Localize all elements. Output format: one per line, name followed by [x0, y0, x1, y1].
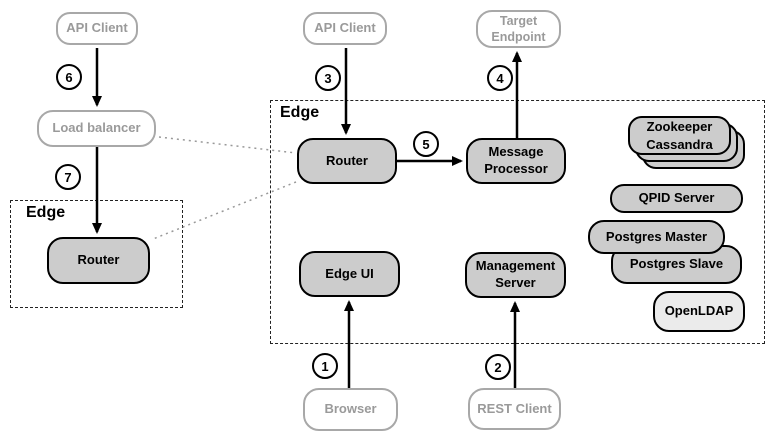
step-circle-5: 5	[413, 131, 439, 157]
dotted-link-loadbalancer-router	[158, 136, 297, 154]
step-circle-6: 6	[56, 64, 82, 90]
node-api-client-mid: API Client	[303, 12, 387, 45]
edge-left-group-label: Edge	[26, 204, 66, 221]
step-circle-3: 3	[315, 65, 341, 91]
node-router-left: Router	[47, 237, 150, 284]
dotted-link-router-router-left	[152, 181, 297, 240]
step-circle-1: 1	[312, 353, 338, 379]
edge-main-group-label: Edge	[280, 104, 320, 121]
node-api-client-left: API Client	[56, 12, 138, 45]
node-management-server: Management Server	[465, 252, 566, 298]
step-circle-7: 7	[55, 164, 81, 190]
node-edge-ui: Edge UI	[299, 251, 400, 297]
node-zookeeper-cassandra: Zookeeper Cassandra	[628, 116, 731, 155]
node-postgres-master: Postgres Master	[588, 220, 725, 254]
step-circle-2: 2	[485, 354, 511, 380]
step-circle-4: 4	[487, 65, 513, 91]
node-rest-client: REST Client	[468, 388, 561, 430]
node-target-endpoint: Target Endpoint	[476, 10, 561, 48]
node-browser: Browser	[303, 388, 398, 431]
node-router-main: Router	[297, 138, 397, 184]
node-openldap: OpenLDAP	[653, 291, 745, 332]
node-load-balancer: Load balancer	[37, 110, 156, 147]
node-qpid-server: QPID Server	[610, 184, 743, 213]
node-message-processor: Message Processor	[466, 138, 566, 184]
